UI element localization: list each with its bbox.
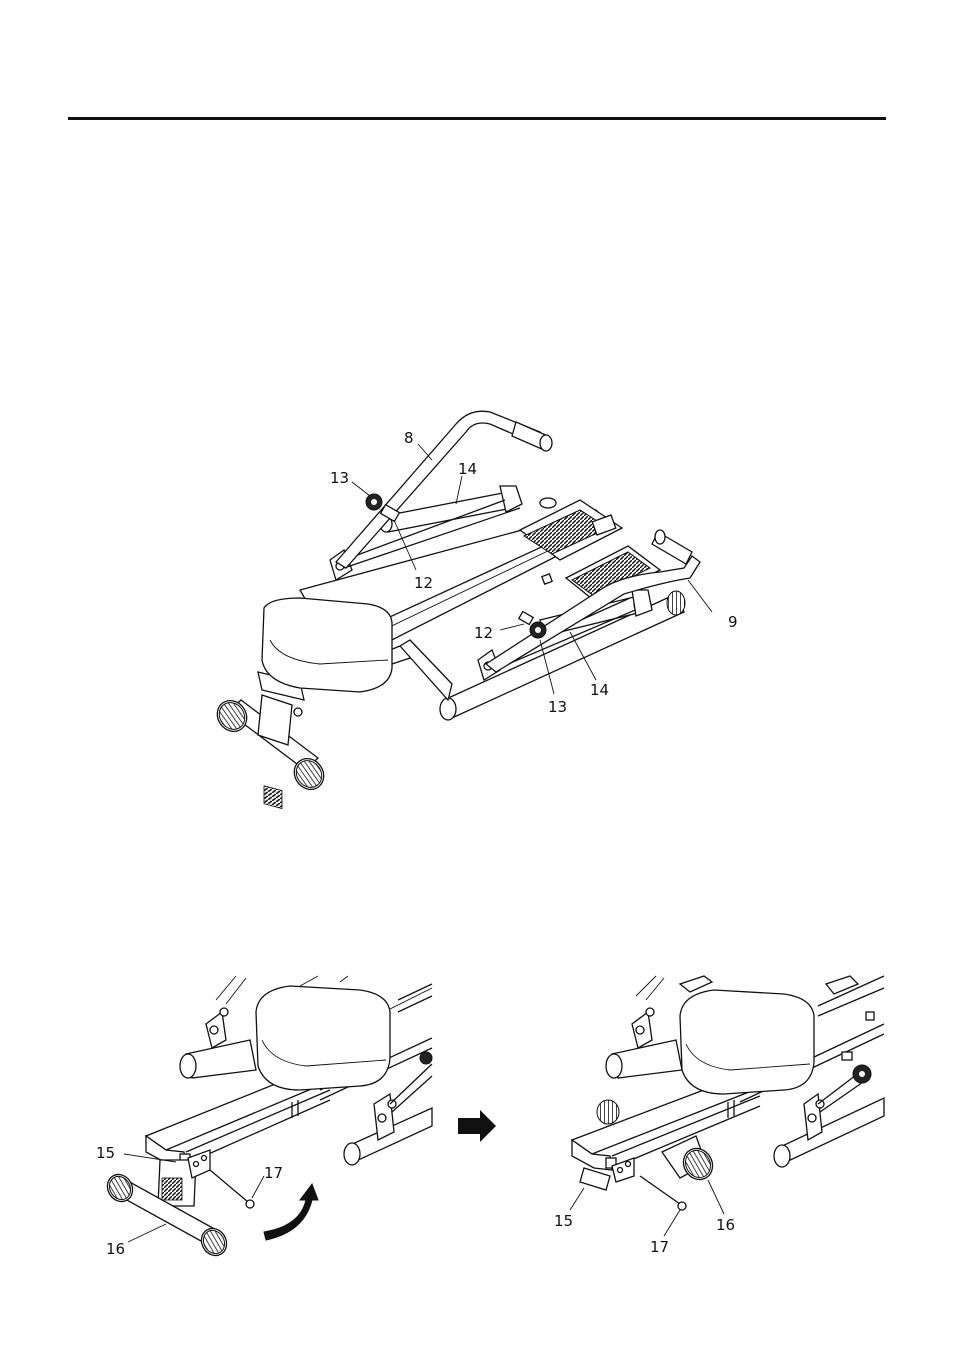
callout-14-lower: 14	[590, 681, 609, 699]
callout-15-before: 15	[96, 1144, 115, 1162]
callout-15-after: 15	[554, 1212, 573, 1230]
next-step-arrow	[458, 1110, 496, 1142]
fold-step-after: 15 17 16	[554, 976, 884, 1256]
callout-14-upper: 14	[458, 460, 477, 478]
seat	[262, 598, 392, 692]
callout-12-upper: 12	[414, 574, 433, 592]
rotate-up-arrow	[264, 1184, 318, 1240]
callout-8: 8	[404, 429, 414, 447]
callout-13-upper: 13	[330, 469, 349, 487]
callout-17-before: 17	[264, 1164, 283, 1182]
tension-knob-lower	[519, 612, 546, 638]
callout-16-after: 16	[716, 1216, 735, 1234]
callout-17-after: 17	[650, 1238, 669, 1256]
rowing-machine-drawing: 8 13 14 12 9 12 13 14	[211, 411, 737, 808]
callout-13-lower: 13	[548, 698, 567, 716]
callout-9: 9	[728, 613, 738, 631]
callout-16-before: 16	[106, 1240, 125, 1258]
callout-12-lower: 12	[474, 624, 493, 642]
fold-step-before: 15 17 16	[96, 976, 432, 1260]
